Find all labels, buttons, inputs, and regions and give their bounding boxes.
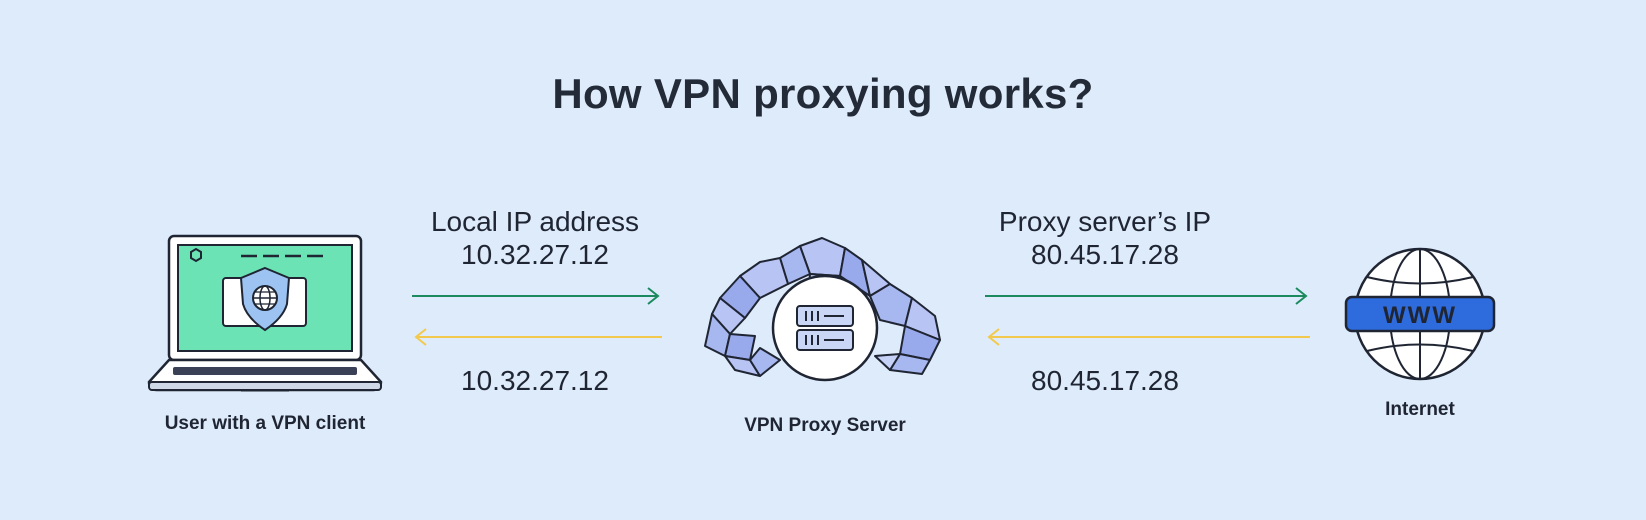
server-caption: VPN Proxy Server (744, 415, 906, 436)
shield-icon (239, 266, 291, 332)
return-arrow-right (987, 328, 1310, 346)
laptop-icon (147, 234, 383, 392)
globe-icon: WWW (1344, 247, 1496, 381)
local-ip-outgoing: 10.32.27.12 (461, 239, 609, 270)
proxy-ip-return: 80.45.17.28 (1031, 365, 1179, 396)
local-ip-label: Local IP address (430, 206, 640, 237)
proxy-ip-label: Proxy server’s IP (998, 206, 1212, 237)
outgoing-arrow-left (412, 287, 660, 305)
internet-caption: Internet (1385, 399, 1455, 420)
www-badge: WWW (1383, 302, 1457, 329)
user-caption: User with a VPN client (164, 413, 366, 434)
server-rack-icon (796, 305, 854, 351)
outgoing-arrow-right (985, 287, 1308, 305)
return-arrow-left (414, 328, 662, 346)
diagram-title: How VPN proxying works? (552, 70, 1094, 117)
proxy-ip-outgoing: 80.45.17.28 (1031, 239, 1179, 270)
local-ip-return: 10.32.27.12 (461, 365, 609, 396)
cloud-server-icon (704, 237, 941, 382)
